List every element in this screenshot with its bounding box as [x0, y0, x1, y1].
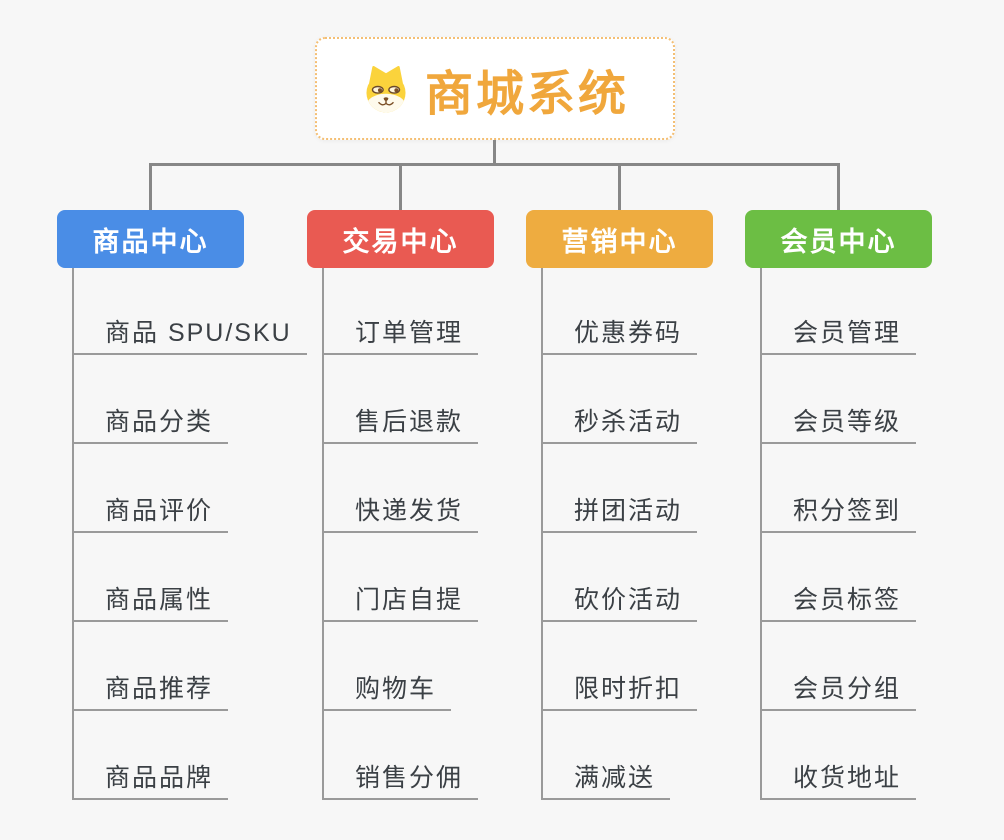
- branch-trunk-line: [322, 268, 324, 800]
- branch-trunk-line: [541, 268, 543, 800]
- leaf-node[interactable]: 会员等级: [760, 408, 917, 444]
- dog-face-icon: [366, 65, 406, 112]
- leaf-node[interactable]: 积分签到: [760, 497, 917, 533]
- leaf-node[interactable]: 满减送: [541, 764, 671, 800]
- leaf-node[interactable]: 商品推荐: [72, 675, 229, 711]
- branch-node-product-center[interactable]: 商品中心: [57, 210, 244, 268]
- leaf-node[interactable]: 售后退款: [322, 408, 479, 444]
- leaf-node[interactable]: 商品品牌: [72, 764, 229, 800]
- branch-trunk-line: [72, 268, 74, 800]
- leaf-node[interactable]: 限时折扣: [541, 675, 698, 711]
- connector-drop: [399, 163, 402, 210]
- leaf-node[interactable]: 商品属性: [72, 586, 229, 622]
- leaf-node[interactable]: 销售分佣: [322, 764, 479, 800]
- branch-node-marketing-center[interactable]: 营销中心: [526, 210, 713, 268]
- leaf-node[interactable]: 收货地址: [760, 764, 917, 800]
- leaf-node[interactable]: 拼团活动: [541, 497, 698, 533]
- connector-drop: [618, 163, 621, 210]
- leaf-node[interactable]: 快递发货: [322, 497, 479, 533]
- leaf-node[interactable]: 会员标签: [760, 586, 917, 622]
- connector-horizontal-bar: [149, 163, 840, 166]
- branch-node-trade-center[interactable]: 交易中心: [307, 210, 494, 268]
- connector-root-stem: [493, 140, 496, 163]
- leaf-node[interactable]: 门店自提: [322, 586, 479, 622]
- branch-trunk-line: [760, 268, 762, 800]
- branch-node-member-center[interactable]: 会员中心: [745, 210, 932, 268]
- leaf-node[interactable]: 商品评价: [72, 497, 229, 533]
- root-title: 商城系统: [424, 67, 629, 121]
- root-node[interactable]: 商城系统: [315, 37, 675, 140]
- leaf-node[interactable]: 砍价活动: [541, 586, 698, 622]
- leaf-node[interactable]: 商品分类: [72, 408, 229, 444]
- leaf-node[interactable]: 会员分组: [760, 675, 917, 711]
- leaf-node[interactable]: 购物车: [322, 675, 452, 711]
- leaf-node[interactable]: 优惠券码: [541, 319, 698, 355]
- connector-drop: [837, 163, 840, 210]
- leaf-node[interactable]: 商品 SPU/SKU: [72, 319, 307, 355]
- connector-drop: [149, 163, 152, 210]
- leaf-node[interactable]: 会员管理: [760, 319, 917, 355]
- leaf-node[interactable]: 秒杀活动: [541, 408, 698, 444]
- leaf-node[interactable]: 订单管理: [322, 319, 479, 355]
